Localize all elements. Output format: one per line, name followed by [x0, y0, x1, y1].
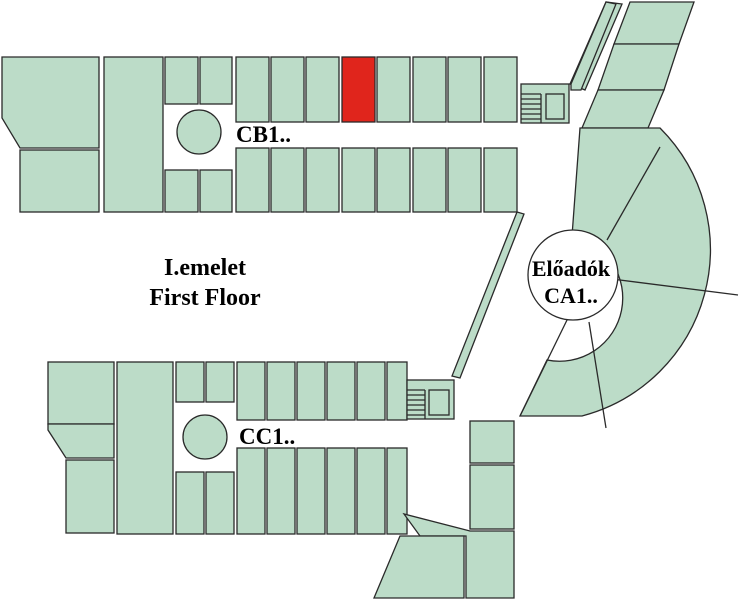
stairs-cb-steps	[521, 93, 542, 123]
room-ne-3[interactable]	[581, 89, 665, 129]
ca-hall-outline	[518, 127, 712, 417]
corridor-bridge-diagonal	[451, 211, 525, 379]
cb-atrium-circle	[176, 109, 222, 155]
room-cc-atrium-nw[interactable]	[175, 361, 205, 403]
floor-title-english: First Floor	[149, 285, 261, 311]
room-cb-north-07[interactable]	[447, 56, 482, 123]
room-ne-1[interactable]	[613, 1, 695, 45]
wing-cc	[47, 361, 455, 535]
room-cb-block-large[interactable]	[103, 56, 164, 213]
corridor-cb-to-ca	[570, 1, 617, 91]
room-cc-north-06[interactable]	[386, 361, 408, 421]
lift-cb	[545, 93, 565, 120]
room-cb-atrium-ne[interactable]	[199, 56, 233, 105]
floor-title-local: I.emelet	[164, 255, 246, 281]
room-cb-atrium-nw[interactable]	[164, 56, 199, 105]
label-ca-code: CA1..	[544, 283, 598, 308]
room-south-4[interactable]	[373, 535, 465, 599]
label-ca-wing: Előadók CA1..	[528, 255, 614, 309]
stairs-cc-steps	[407, 389, 426, 419]
room-cb-north-05[interactable]	[376, 56, 411, 123]
room-cc-north-03[interactable]	[296, 361, 326, 421]
room-cb-north-02[interactable]	[270, 56, 305, 123]
room-cc-block-large[interactable]	[116, 361, 174, 535]
room-cc-atrium-sw[interactable]	[175, 471, 205, 535]
room-cc-south-06[interactable]	[386, 447, 408, 535]
wing-south	[373, 420, 515, 599]
room-cb-atrium-se[interactable]	[199, 169, 233, 213]
room-cc-atrium-ne[interactable]	[205, 361, 235, 403]
room-cb-south-07[interactable]	[447, 147, 482, 213]
room-cc-south-03[interactable]	[296, 447, 326, 535]
ca-hall-dividers	[519, 146, 739, 429]
room-cc-south-04[interactable]	[326, 447, 356, 535]
label-ca-name: Előadók	[531, 256, 611, 281]
room-cc-west-lower[interactable]	[65, 459, 115, 534]
room-cb-atrium-sw[interactable]	[164, 169, 199, 213]
room-cb-north-01[interactable]	[235, 56, 270, 123]
room-cc-north-05[interactable]	[356, 361, 386, 421]
room-cb-north-04-highlighted[interactable]	[341, 56, 376, 123]
ca-central-hub	[527, 229, 619, 321]
room-cc-atrium-se[interactable]	[205, 471, 235, 535]
room-cb-north-08[interactable]	[483, 56, 518, 123]
room-south-2[interactable]	[469, 464, 515, 530]
label-cc-wing: CC1..	[239, 424, 296, 449]
room-cb-south-08[interactable]	[483, 147, 518, 213]
room-cb-north-03[interactable]	[305, 56, 340, 123]
room-south-3[interactable]	[402, 512, 515, 599]
room-cb-north-06[interactable]	[412, 56, 447, 123]
room-south-1[interactable]	[469, 420, 515, 464]
floor-title: I.emelet First Floor	[120, 253, 290, 313]
wing-ne	[581, 1, 695, 129]
room-cb-south-05[interactable]	[376, 147, 411, 213]
room-cc-west-upper[interactable]	[47, 361, 115, 425]
room-cb-south-01[interactable]	[235, 147, 270, 213]
room-cc-north-01[interactable]	[236, 361, 266, 421]
room-cb-south-06[interactable]	[412, 147, 447, 213]
room-cb-west-angled[interactable]	[1, 56, 100, 149]
room-cc-south-01[interactable]	[236, 447, 266, 535]
room-cb-south-04[interactable]	[341, 147, 376, 213]
room-cb-south-03[interactable]	[305, 147, 340, 213]
label-cb-wing: CB1..	[236, 122, 291, 147]
room-cc-south-05[interactable]	[356, 447, 386, 535]
wing-ca-lecture-halls	[518, 127, 739, 429]
room-cc-south-02[interactable]	[266, 447, 296, 535]
room-ne-2[interactable]	[597, 43, 680, 91]
room-cc-north-02[interactable]	[266, 361, 296, 421]
room-cb-south-02[interactable]	[270, 147, 305, 213]
cc-atrium-circle	[182, 414, 228, 460]
room-cb-west-lower[interactable]	[19, 149, 100, 213]
wing-cb	[1, 56, 570, 213]
lift-cc	[428, 389, 450, 416]
room-cc-west-angled[interactable]	[47, 423, 115, 459]
room-cc-north-04[interactable]	[326, 361, 356, 421]
